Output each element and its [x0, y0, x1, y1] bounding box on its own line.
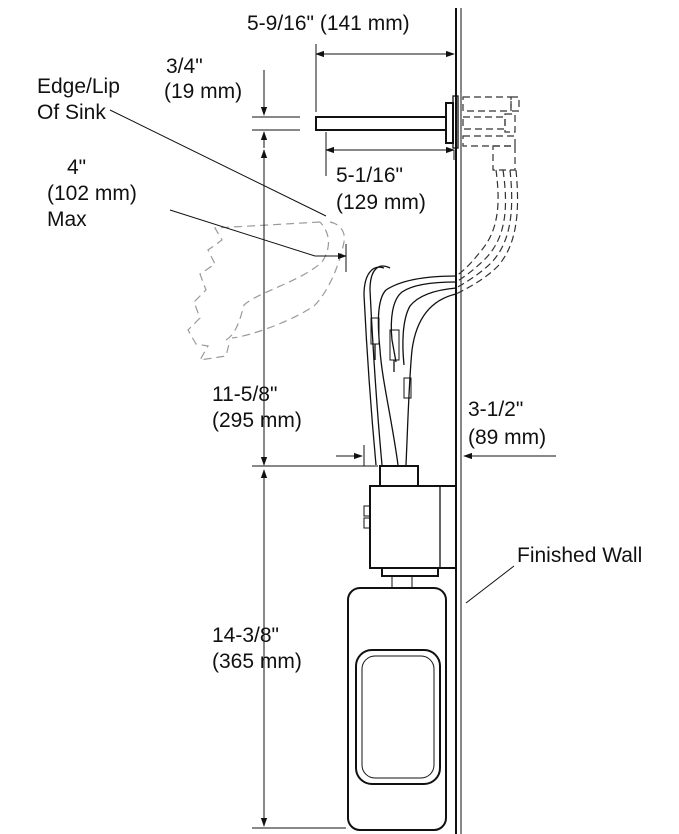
label-upper-mm: (295 mm) [212, 409, 302, 432]
dim-spout-height: 3/4" (19 mm) [164, 55, 300, 148]
dim-reach: 5-1/16" (129 mm) [325, 132, 455, 214]
edge-lip-callout: Edge/Lip Of Sink [37, 75, 327, 217]
label-upper-in: 11-5/8" [212, 383, 277, 406]
label-finished-wall: Finished Wall [517, 544, 642, 567]
label-lower-mm: (365 mm) [212, 650, 302, 673]
sink-outline [187, 221, 345, 361]
label-wall-offset-mm: (89 mm) [468, 426, 546, 449]
sink-max-callout: 4" (102 mm) Max [47, 156, 347, 272]
dim-lower-height: 14-3/8" (365 mm) [212, 469, 346, 829]
label-wall-offset-in: 3-1/2" [468, 398, 523, 421]
label-sink-max-3: Max [47, 208, 87, 231]
finished-wall-callout: Finished Wall [465, 544, 642, 604]
spout [315, 95, 459, 149]
label-spout-height-mm: (19 mm) [164, 80, 242, 103]
label-reach-mm: (129 mm) [336, 191, 426, 214]
label-lower-in: 14-3/8" [212, 624, 279, 647]
control-box [363, 465, 457, 589]
wall-connector-dashed [455, 96, 520, 295]
dim-spout-length: 5-9/16" (141 mm) [247, 12, 455, 112]
label-sink-max-1: 4" [67, 156, 86, 179]
label-reach-in: 5-1/16" [336, 164, 403, 187]
label-spout-length: 5-9/16" (141 mm) [247, 12, 410, 35]
finished-wall [455, 8, 462, 834]
hoses [363, 265, 457, 466]
dim-upper-height: 11-5/8" (295 mm) [212, 149, 378, 467]
label-sink-max-2: (102 mm) [47, 182, 137, 205]
label-edge-lip-1: Edge/Lip [37, 75, 120, 98]
label-edge-lip-2: Of Sink [37, 101, 106, 124]
reservoir [347, 587, 447, 831]
label-spout-height-in: 3/4" [166, 55, 203, 78]
dim-wall-offset: 3-1/2" (89 mm) [336, 398, 556, 466]
